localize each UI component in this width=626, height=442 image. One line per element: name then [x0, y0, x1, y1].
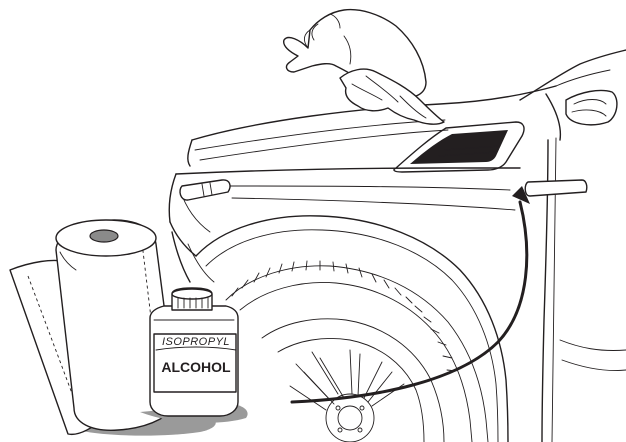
alcohol-bottle-icon: ISOPROPYL ALCOHOL	[140, 288, 248, 423]
bottle-label-isopropyl: ISOPROPYL	[162, 336, 230, 348]
wheel	[226, 261, 488, 442]
hood-vent	[394, 122, 524, 172]
bottle-label-alcohol: ALCOHOL	[161, 359, 231, 375]
